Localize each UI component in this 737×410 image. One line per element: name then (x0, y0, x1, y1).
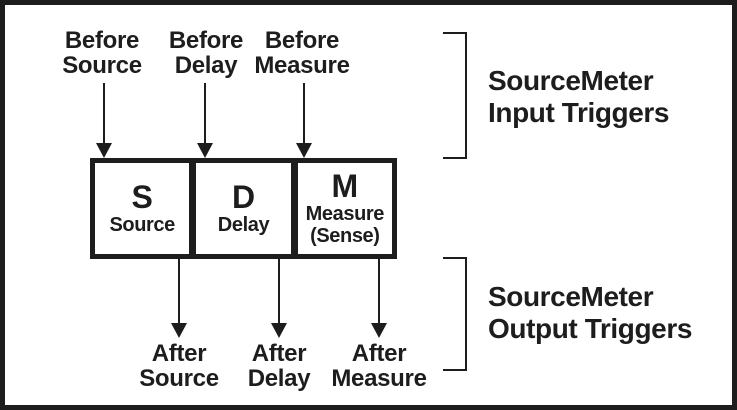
stage-delay-cell: D Delay (189, 163, 290, 254)
arrow-stem (103, 83, 105, 144)
before-source-label-line1: Before (64, 27, 140, 54)
arrow-head (171, 323, 187, 338)
after-delay-arrow-down-icon (271, 258, 287, 338)
before-measure-label-line2: Measure (254, 52, 350, 79)
after-measure-label: After Measure (304, 341, 454, 391)
output-triggers-bracket (443, 257, 467, 371)
before-delay-label-line1: Before (168, 27, 244, 54)
stage-source-name: Source (109, 214, 175, 236)
after-source-label: After Source (104, 341, 254, 391)
after-source-arrow-down-icon (171, 258, 187, 338)
input-triggers-caption: SourceMeter Input Triggers (488, 65, 732, 129)
arrow-head (271, 323, 287, 338)
after-measure-label-line1: After (351, 340, 407, 367)
stage-measure-cell: M Measure (Sense) (290, 163, 392, 254)
before-source-label-line2: Source (62, 52, 142, 79)
after-measure-label-line2: Measure (331, 365, 427, 392)
arrow-stem (178, 258, 180, 324)
before-measure-arrow-down-icon (296, 83, 312, 158)
arrow-stem (278, 258, 280, 324)
after-delay-label: After Delay (204, 341, 354, 391)
before-measure-label: Before Measure (227, 28, 377, 78)
before-delay-label: Before Delay (131, 28, 281, 78)
arrow-stem (378, 258, 380, 324)
output-triggers-caption-line2: Output Triggers (488, 313, 693, 344)
after-measure-arrow-down-icon (371, 258, 387, 338)
output-triggers-caption: SourceMeter Output Triggers (488, 281, 732, 345)
arrow-stem (204, 83, 206, 144)
arrow-head (197, 143, 213, 158)
input-triggers-caption-line2: Input Triggers (488, 97, 670, 128)
stage-measure-name: Measure (305, 203, 385, 225)
before-delay-label-line2: Delay (174, 52, 238, 79)
before-measure-label-line1: Before (264, 27, 340, 54)
stage-measure-letter: M (331, 168, 359, 204)
after-source-label-line1: After (151, 340, 207, 367)
arrow-head (296, 143, 312, 158)
after-source-label-line2: Source (139, 365, 219, 392)
sdm-trigger-model-box: S Source D Delay M Measure (Sense) (90, 158, 397, 259)
stage-source-cell: S Source (95, 163, 189, 254)
stage-delay-name: Delay (217, 214, 270, 236)
input-triggers-caption-line1: SourceMeter (488, 65, 654, 96)
arrow-stem (303, 83, 305, 144)
before-delay-arrow-down-icon (197, 83, 213, 158)
arrow-head (96, 143, 112, 158)
after-delay-label-line2: Delay (247, 365, 311, 392)
arrow-head (371, 323, 387, 338)
before-source-arrow-down-icon (96, 83, 112, 158)
stage-source-letter: S (131, 179, 153, 215)
input-triggers-bracket (443, 32, 467, 159)
stage-measure-sense-name: (Sense) (310, 225, 380, 247)
stage-delay-letter: D (231, 179, 256, 215)
before-source-label: Before Source (27, 28, 177, 78)
output-triggers-caption-line1: SourceMeter (488, 281, 654, 312)
after-delay-label-line1: After (251, 340, 307, 367)
